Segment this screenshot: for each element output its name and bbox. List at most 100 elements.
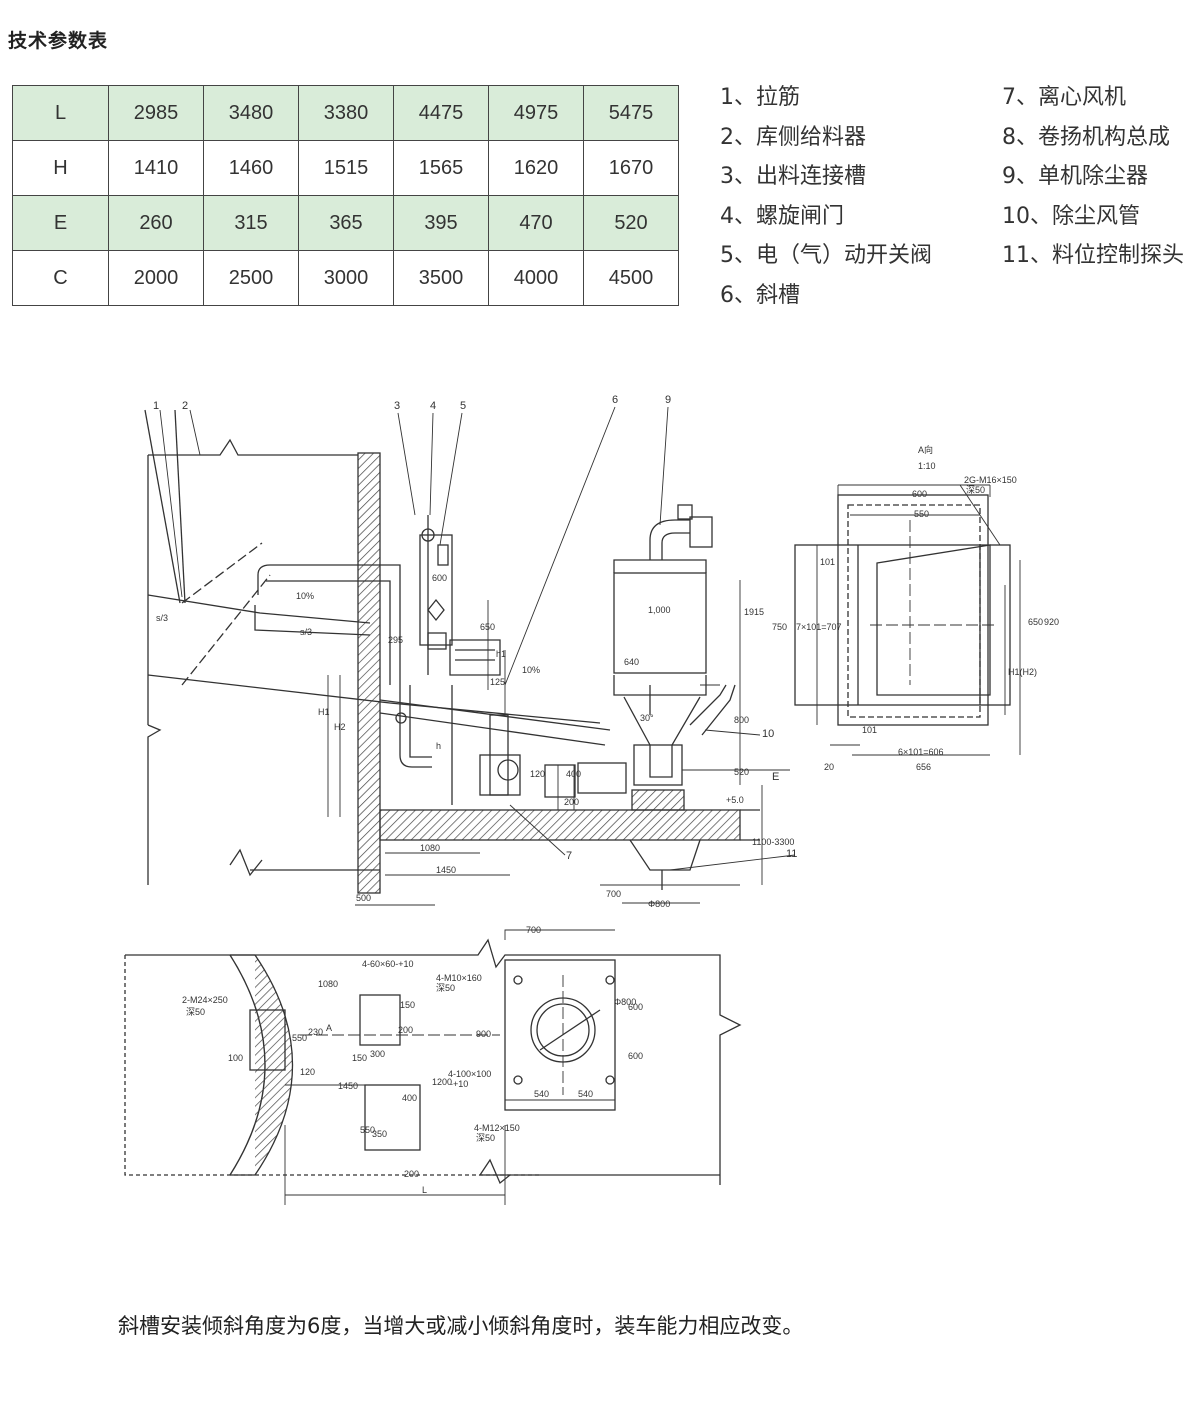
plan-550b: 550 [360, 1125, 375, 1135]
plan-l: L [422, 1185, 427, 1195]
plan-depth-3: 深50 [476, 1133, 495, 1143]
plan-m10: 4-M10×160 [436, 973, 482, 983]
part-item: 5、电（气）动开关阀 [720, 243, 932, 268]
dim-h2: H2 [334, 722, 346, 732]
plan-m24: 2-M24×250 [182, 995, 228, 1005]
plan-depth-1: 深50 [436, 983, 455, 993]
spec-key: H [12, 140, 109, 196]
page-title: 技术参数表 [8, 30, 109, 52]
dim-30deg: 30° [640, 713, 654, 723]
spec-cell: 1620 [488, 140, 584, 196]
spec-cell: 4000 [488, 250, 584, 306]
callout-7: 7 [566, 850, 572, 862]
plan-200: 200 [398, 1025, 413, 1035]
spec-cell: 315 [203, 195, 299, 251]
view-a-550: 550 [914, 509, 929, 519]
dim-elev: +5.0 [726, 795, 744, 805]
view-a-h1h2: H1(H2) [1008, 667, 1037, 677]
spec-cell: 1410 [108, 140, 204, 196]
dim-1100-3300: 1100-3300 [752, 837, 794, 847]
callout-10: 10 [762, 728, 774, 740]
spec-cell: 2000 [108, 250, 204, 306]
dim-600: 600 [432, 573, 447, 583]
plan-m12: 4-M12×150 [474, 1123, 520, 1133]
view-a-bolt: 2G-M16×150 [964, 475, 1017, 485]
spec-cell: 5475 [583, 85, 679, 141]
plan-300: 300 [370, 1049, 385, 1059]
part-item: 7、离心风机 [1002, 85, 1126, 110]
dim-s3-b: s/3 [300, 627, 312, 637]
dim-400: 400 [566, 769, 581, 779]
callout-2: 2 [182, 400, 188, 412]
dim-200: 200 [564, 797, 579, 807]
plan-labels: 500 700 4-60×60-+10 4-M10×160 深50 1080 1… [182, 893, 643, 1195]
plan-a: A [326, 1023, 332, 1033]
plan-350: 350 [372, 1129, 387, 1139]
part-item: 2、库侧给料器 [720, 124, 866, 150]
dim-700: 700 [606, 889, 621, 899]
callout-4: 4 [430, 400, 436, 412]
dim-800: 800 [734, 715, 749, 725]
callout-labels: 1 2 3 4 5 6 9 10 E 11 7 [153, 394, 797, 862]
dim-h1-small: h1 [496, 649, 506, 659]
spec-key: C [12, 250, 109, 306]
view-a-label: A向 [918, 444, 933, 455]
dim-slope-1: 10% [296, 591, 314, 601]
callout-11: 11 [786, 848, 797, 860]
plan-depth-2: 深50 [186, 1007, 205, 1017]
installation-note: 斜槽安装倾斜角度为6度，当增大或减小倾斜角度时，装车能力相应改变。 [118, 1314, 804, 1338]
dim-650: 650 [480, 622, 495, 632]
dim-120: 120 [530, 769, 545, 779]
spec-cell: 395 [393, 195, 489, 251]
dim-1080: 1080 [420, 843, 440, 853]
spec-cell: 3000 [298, 250, 394, 306]
spec-cell: 365 [298, 195, 394, 251]
dim-125: 125 [490, 677, 505, 687]
spec-cell: 4975 [488, 85, 584, 141]
view-a-656: 656 [916, 762, 931, 772]
floor-slab [379, 809, 741, 841]
view-a-scale: 1:10 [918, 461, 936, 471]
view-a-depth: 深50 [966, 485, 985, 495]
part-item: 4、螺旋闸门 [720, 203, 844, 229]
view-a-920: 920 [1044, 617, 1059, 627]
plan-700: 700 [526, 925, 541, 935]
dim-295: 295 [388, 635, 403, 645]
plan-plate: 4-60×60-+10 [362, 959, 414, 969]
spec-cell: 3480 [203, 85, 299, 141]
part-item: 8、卷扬机构总成 [1002, 124, 1170, 150]
dim-s3-a: s/3 [156, 613, 168, 623]
dim-h1: H1 [318, 707, 330, 717]
view-a-650: 650 [1028, 617, 1043, 627]
view-a-101b: 101 [862, 725, 877, 735]
spec-cell: 4475 [393, 85, 489, 141]
view-a [794, 484, 1021, 756]
spec-cell: 3380 [298, 85, 394, 141]
view-a-707: 7×101=707 [796, 622, 842, 632]
dim-640: 640 [624, 657, 639, 667]
technical-drawing: 1 2 3 4 5 6 9 10 E 11 7 10% 10% s/3 s/3 … [124, 394, 1059, 1205]
view-a-labels: A向 1:10 2G-M16×150 深50 600 550 101 7×101… [772, 444, 1059, 772]
spec-cell: 3500 [393, 250, 489, 306]
spec-key: L [12, 85, 109, 141]
view-a-101: 101 [820, 557, 835, 567]
dim-phi800: Φ800 [648, 899, 670, 909]
callout-1: 1 [153, 400, 159, 412]
dust-collector-body [613, 572, 707, 674]
plan-200b: 200 [404, 1169, 419, 1179]
spec-cell: 520 [583, 195, 679, 251]
plan-540b: 540 [578, 1089, 593, 1099]
plan-phi800: Φ800 [614, 997, 636, 1007]
spec-cell: 260 [108, 195, 204, 251]
view-a-20: 20 [824, 762, 834, 772]
spec-cell: 2500 [203, 250, 299, 306]
plan-view [124, 904, 742, 1205]
elevation-view [144, 406, 796, 904]
dim-slope-2: 10% [522, 665, 540, 675]
dim-1000: 1,000 [648, 605, 671, 615]
callout-e: E [772, 771, 779, 783]
